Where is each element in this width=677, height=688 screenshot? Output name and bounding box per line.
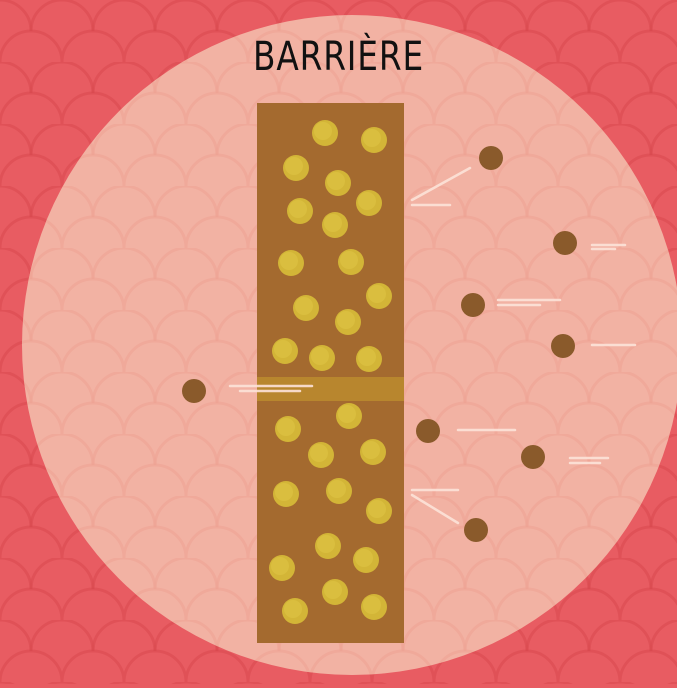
grain-highlight bbox=[271, 557, 289, 575]
particle bbox=[182, 379, 206, 403]
grain-highlight bbox=[285, 157, 303, 175]
grain-highlight bbox=[324, 581, 342, 599]
grain-highlight bbox=[280, 252, 298, 270]
grain-highlight bbox=[284, 600, 302, 618]
grain-highlight bbox=[362, 441, 380, 459]
grain-highlight bbox=[295, 297, 313, 315]
grain-highlight bbox=[314, 122, 332, 140]
grain-highlight bbox=[363, 129, 381, 147]
particle bbox=[551, 334, 575, 358]
particle bbox=[479, 146, 503, 170]
grain-highlight bbox=[310, 444, 328, 462]
grain-highlight bbox=[275, 483, 293, 501]
barrier-gap bbox=[257, 377, 404, 401]
grain-highlight bbox=[358, 348, 376, 366]
grain-highlight bbox=[328, 480, 346, 498]
particle bbox=[553, 231, 577, 255]
grain-highlight bbox=[277, 418, 295, 436]
grain-highlight bbox=[363, 596, 381, 614]
grain-highlight bbox=[368, 285, 386, 303]
particle bbox=[416, 419, 440, 443]
grain-highlight bbox=[311, 347, 329, 365]
grain-highlight bbox=[324, 214, 342, 232]
grain-highlight bbox=[368, 500, 386, 518]
grain-highlight bbox=[340, 251, 358, 269]
grain-highlight bbox=[338, 405, 356, 423]
grain-highlight bbox=[358, 192, 376, 210]
grain-highlight bbox=[355, 549, 373, 567]
grain-highlight bbox=[274, 340, 292, 358]
grain-highlight bbox=[289, 200, 307, 218]
particle bbox=[461, 293, 485, 317]
grain-highlight bbox=[337, 311, 355, 329]
particle bbox=[464, 518, 488, 542]
grain-highlight bbox=[327, 172, 345, 190]
particle bbox=[521, 445, 545, 469]
diagram-title: BARRIÈRE bbox=[61, 34, 616, 80]
grain-highlight bbox=[317, 535, 335, 553]
